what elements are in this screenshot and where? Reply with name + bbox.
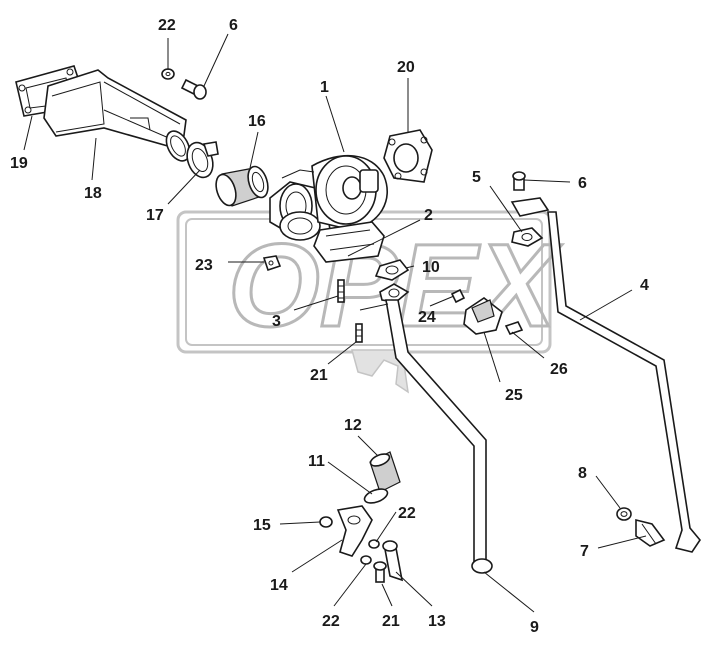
clamp-bracket-25 bbox=[463, 297, 503, 335]
callout-16: 16 bbox=[248, 113, 266, 130]
callout-2: 2 bbox=[424, 207, 433, 224]
callout-25: 25 bbox=[505, 387, 523, 404]
callout-22-mid: 22 bbox=[398, 505, 416, 522]
callout-3: 3 bbox=[272, 313, 281, 330]
callout-18: 18 bbox=[84, 185, 102, 202]
drain-pipe-9 bbox=[359, 299, 493, 574]
turbocharger-1 bbox=[269, 154, 388, 263]
callout-24: 24 bbox=[418, 309, 436, 326]
callout-11: 11 bbox=[308, 453, 325, 470]
nut-23 bbox=[262, 255, 282, 272]
flange-gasket-20 bbox=[383, 129, 433, 183]
o-ring-15 bbox=[319, 516, 333, 528]
bolt-13 bbox=[382, 540, 404, 582]
callout-6-top: 6 bbox=[229, 17, 238, 34]
clamp-11 bbox=[363, 488, 389, 504]
washer-8 bbox=[616, 507, 632, 521]
callout-5: 5 bbox=[472, 169, 481, 186]
callout-1: 1 bbox=[320, 79, 329, 96]
bolt-6-right bbox=[512, 171, 526, 191]
callout-6-right: 6 bbox=[578, 175, 587, 192]
callout-8: 8 bbox=[578, 465, 587, 482]
callout-13: 13 bbox=[428, 613, 446, 630]
hose-12 bbox=[369, 451, 401, 493]
callout-21-upper: 21 bbox=[310, 367, 328, 384]
oil-feed-line-4 bbox=[510, 197, 701, 553]
callout-labels: 22 6 1 20 16 19 18 17 2 23 3 10 24 21 5 … bbox=[10, 17, 649, 636]
gasket-10 bbox=[374, 259, 410, 281]
callout-22-top: 22 bbox=[158, 17, 176, 34]
callout-19: 19 bbox=[10, 155, 28, 172]
exhaust-pipe-18 bbox=[43, 69, 191, 162]
callout-15: 15 bbox=[253, 517, 271, 534]
bolt-21-lower bbox=[373, 561, 387, 583]
hose-clamp-17 bbox=[186, 141, 219, 179]
callout-10: 10 bbox=[422, 259, 440, 276]
callout-21-lower: 21 bbox=[382, 613, 400, 630]
leader-lines bbox=[23, 33, 647, 613]
callout-26: 26 bbox=[550, 361, 568, 378]
callout-12: 12 bbox=[344, 417, 362, 434]
elbow-fitting-14 bbox=[336, 505, 373, 557]
washer-22-low bbox=[360, 555, 372, 565]
callout-20: 20 bbox=[397, 59, 415, 76]
screw-26 bbox=[504, 321, 524, 335]
callout-4: 4 bbox=[640, 277, 649, 294]
washer-22-top bbox=[161, 68, 175, 80]
washer-22-mid bbox=[368, 539, 380, 549]
callout-14: 14 bbox=[270, 577, 288, 594]
flange-drain bbox=[379, 283, 410, 303]
stud-3 bbox=[337, 279, 345, 303]
callout-17: 17 bbox=[146, 207, 164, 224]
gasket-5 bbox=[511, 227, 544, 247]
callout-22-low: 22 bbox=[322, 613, 340, 630]
adapter-fitting-7 bbox=[635, 518, 666, 547]
hose-sleeve-16 bbox=[215, 165, 269, 207]
bolt-21-upper bbox=[355, 323, 363, 343]
callout-9: 9 bbox=[530, 619, 539, 636]
callout-23: 23 bbox=[195, 257, 213, 274]
nut-24 bbox=[450, 288, 466, 304]
callout-7: 7 bbox=[580, 543, 589, 560]
bolt-6-top bbox=[180, 78, 207, 100]
